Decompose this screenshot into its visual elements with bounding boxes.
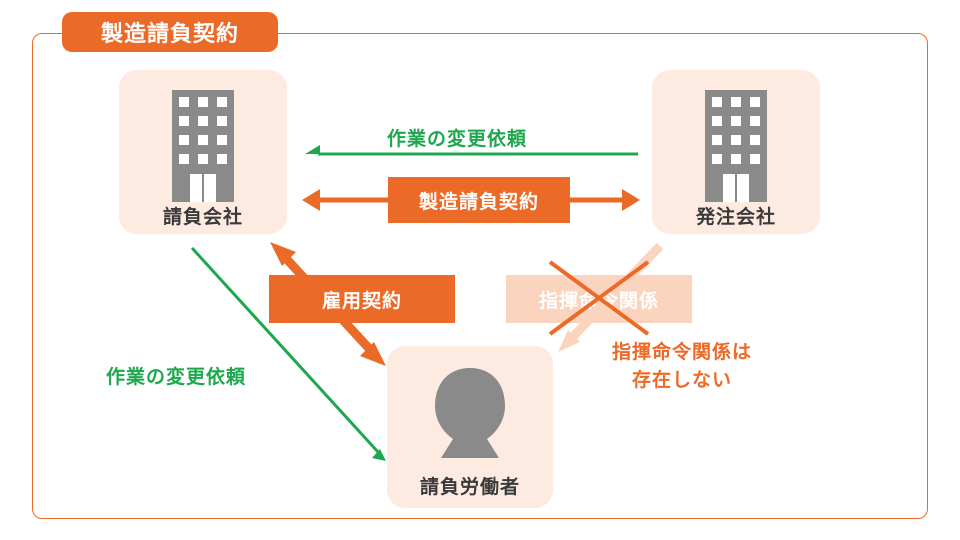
- contractor-label: 請負会社: [162, 206, 243, 228]
- arrowhead-icon: [360, 342, 386, 366]
- worker-label: 請負労働者: [419, 476, 520, 498]
- arrowhead-icon: [305, 145, 320, 154]
- building-icon: [705, 90, 767, 202]
- arrowhead-icon: [372, 449, 386, 461]
- no-command-note: 指揮命令関係は 存在しない: [596, 338, 768, 394]
- arrowhead-icon: [270, 242, 296, 266]
- contractor-node: 請負会社: [119, 70, 287, 234]
- change-request-arrow-left: [190, 246, 380, 454]
- change-request-label-left: 作業の変更依頼: [106, 366, 247, 388]
- person-icon: [435, 368, 505, 458]
- diagram-title: 製造請負契約: [62, 12, 278, 52]
- worker-node: 請負労働者: [387, 346, 553, 508]
- arrowhead-icon: [558, 330, 580, 352]
- employment-contract-label: 雇用契約: [269, 275, 455, 323]
- manufacturing-contract-label: 製造請負契約: [388, 177, 570, 223]
- no-command-note-line2: 存在しない: [631, 369, 732, 391]
- building-icon: [172, 90, 234, 202]
- arrowhead-icon: [622, 189, 640, 211]
- client-node: 発注会社: [652, 70, 820, 234]
- change-request-label-top: 作業の変更依頼: [387, 128, 528, 150]
- arrowhead-icon: [302, 189, 320, 211]
- client-label: 発注会社: [695, 206, 776, 228]
- no-command-note-line1: 指揮命令関係は: [611, 341, 752, 363]
- diagram-frame: [32, 33, 928, 519]
